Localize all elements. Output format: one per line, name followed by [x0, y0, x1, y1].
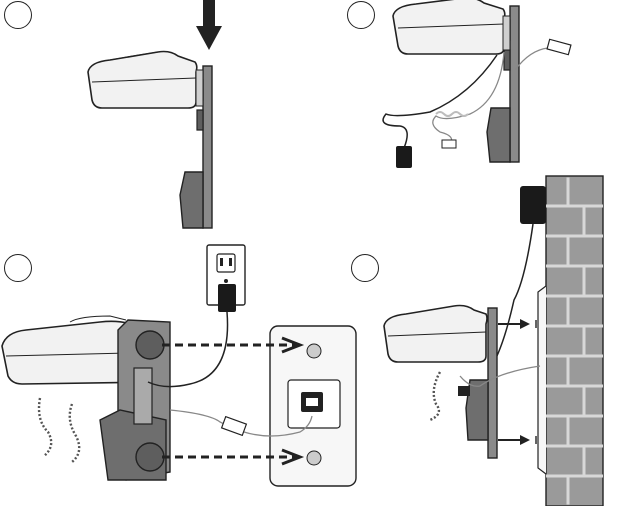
step-2-panel: [383, 0, 571, 168]
power-cord: [495, 224, 533, 360]
telephone-base: [384, 306, 487, 363]
step-3-panel: [2, 245, 356, 486]
line-cord-plug: [442, 140, 456, 148]
power-adapter-icon: [218, 284, 236, 312]
step-4-panel: [384, 176, 603, 506]
brick-wall-face: [546, 176, 603, 506]
handset-cord: [39, 398, 79, 462]
telephone-line-plug: [222, 417, 247, 436]
power-adapter-icon: [520, 186, 546, 224]
power-adapter-icon: [396, 146, 412, 168]
handset-cord: [430, 372, 440, 420]
telephone-wall-plate: [538, 286, 546, 474]
telephone-wall-plate: [270, 326, 356, 486]
brick-wall-icon: [546, 176, 603, 506]
telephone-line-plug: [547, 39, 571, 54]
mounting-arrow-bottom: [498, 435, 536, 445]
power-cord: [383, 55, 497, 148]
mounting-arrow-top: [498, 319, 536, 329]
telephone-jack-icon: [301, 392, 323, 412]
telephone-base: [393, 0, 510, 54]
telephone-base: [88, 52, 203, 109]
step-1-panel: [88, 0, 222, 228]
down-arrow-icon: [196, 0, 222, 50]
